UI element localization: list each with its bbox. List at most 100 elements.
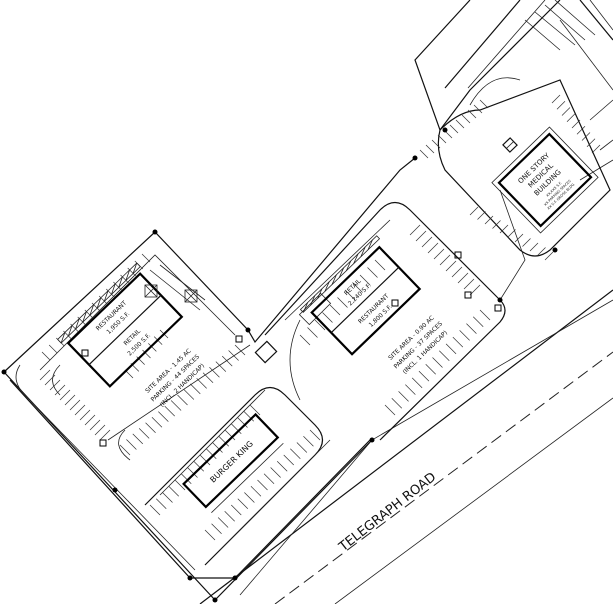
parking-stall-line [469, 206, 479, 216]
parking-stall-line [591, 144, 601, 154]
parking-stall-line [415, 230, 427, 242]
parking-stall-line [120, 274, 129, 284]
parking-stall-line [571, 119, 581, 129]
parking-stall-line [290, 448, 301, 459]
parking-stall-line [209, 366, 220, 378]
parking-stall-line [411, 377, 423, 389]
survey-points [1, 127, 558, 603]
parking-stall-line [437, 134, 447, 144]
parking-stall-line [461, 114, 471, 124]
handicap-markers [81, 251, 502, 447]
parking-stall-line [439, 254, 451, 266]
parking-stall-line [39, 369, 51, 381]
parking-stall-line [544, 251, 554, 261]
parking-stall-line [514, 233, 524, 243]
parking-stall-line [472, 316, 484, 328]
parking-stall-line [48, 344, 58, 354]
parking-stall-line [398, 391, 409, 402]
parking-stall-line [551, 94, 561, 104]
parking-stall-line [119, 444, 131, 456]
parking-stall-line [359, 274, 371, 286]
parking-stall-line [138, 428, 150, 439]
parking-stall-line [181, 473, 192, 484]
parking-stall-line [431, 139, 441, 149]
parking-stalls [39, 94, 601, 541]
parking-stall-line [249, 404, 261, 416]
parking-stall-line [59, 389, 71, 401]
parking-stall-line [433, 248, 445, 260]
parking-stall-line [228, 350, 239, 361]
parking-stall-line [224, 429, 236, 441]
parking-stall-line [74, 404, 86, 416]
parking-stall-line [79, 409, 91, 421]
parking-stall-line [113, 281, 122, 291]
parking-stall-line [452, 336, 464, 348]
parking-stall-line [243, 411, 254, 422]
parking-stall-line [250, 486, 262, 497]
parking-stall-line [49, 379, 61, 391]
parking-stall-line [537, 247, 546, 256]
parking-stall-line [145, 422, 156, 434]
parking-stall-line [296, 442, 308, 453]
parking-stall-line [309, 429, 321, 441]
parking-stall-line [276, 461, 288, 472]
parking-stall-line [168, 486, 179, 497]
parking-stall-line [409, 224, 421, 236]
parking-stall-line [132, 433, 144, 445]
parking-stall-line [70, 323, 79, 333]
parking-stall-line [425, 364, 436, 375]
parking-stall-line [457, 272, 469, 284]
parking-stall-line [244, 492, 255, 503]
parking-stall-line [211, 523, 222, 534]
parking-stall-line [492, 220, 501, 229]
site-info-middle: SITE AREA - 0.90 AC PARKING - 37 SPACES … [387, 315, 449, 376]
parking-stall-line [218, 436, 229, 447]
parking-stall-line [314, 319, 326, 331]
parking-stall-line [69, 399, 81, 411]
parking-stall-line [421, 236, 433, 248]
medical-lot [437, 77, 611, 301]
parking-stall-line [142, 349, 151, 359]
parking-stall-line [466, 323, 477, 334]
parking-stall-line [445, 343, 457, 355]
parking-stall-line [439, 350, 450, 361]
parking-stall-line [270, 467, 281, 478]
parking-stall-line [303, 436, 314, 447]
parking-stall-line [344, 289, 356, 301]
parking-stall-line [193, 461, 204, 472]
parking-stall-line [425, 144, 435, 154]
parking-stall-line [581, 132, 591, 141]
parking-stall-line [99, 429, 111, 441]
parking-stall-line [299, 334, 311, 346]
parking-stall-line [499, 224, 509, 234]
parking-stall-line [449, 124, 459, 134]
parking-stall-line [231, 423, 242, 434]
parking-stall-line [149, 504, 161, 516]
parking-stall-line [215, 361, 227, 372]
parking-stall-line [432, 357, 443, 368]
canopy-left [144, 264, 206, 311]
parking-stall-line [237, 498, 249, 509]
parking-stall-line [170, 400, 182, 411]
parking-stall-line [126, 439, 137, 450]
parking-stall-line [64, 394, 76, 406]
parking-stall-line [177, 394, 188, 406]
parking-stall-line [479, 99, 489, 109]
parking-stall-line [224, 511, 235, 522]
parking-stall-line [427, 242, 439, 254]
parking-stall-line [473, 104, 483, 114]
parking-stall-line [221, 355, 233, 367]
parking-stall-line [174, 479, 186, 491]
parking-stall-line [529, 242, 539, 252]
parking-stall-line [190, 383, 201, 395]
parking-stall-line [54, 384, 66, 396]
parking-stall-line [257, 479, 268, 491]
property-outline [3, 0, 613, 601]
parking-stall-line [263, 473, 275, 484]
parking-stall-line [89, 419, 101, 431]
parking-stall-line [507, 229, 516, 238]
road-label: TELEGRAPH ROAD [336, 470, 440, 556]
parking-stall-line [384, 404, 396, 416]
parking-stall-line [141, 253, 151, 263]
